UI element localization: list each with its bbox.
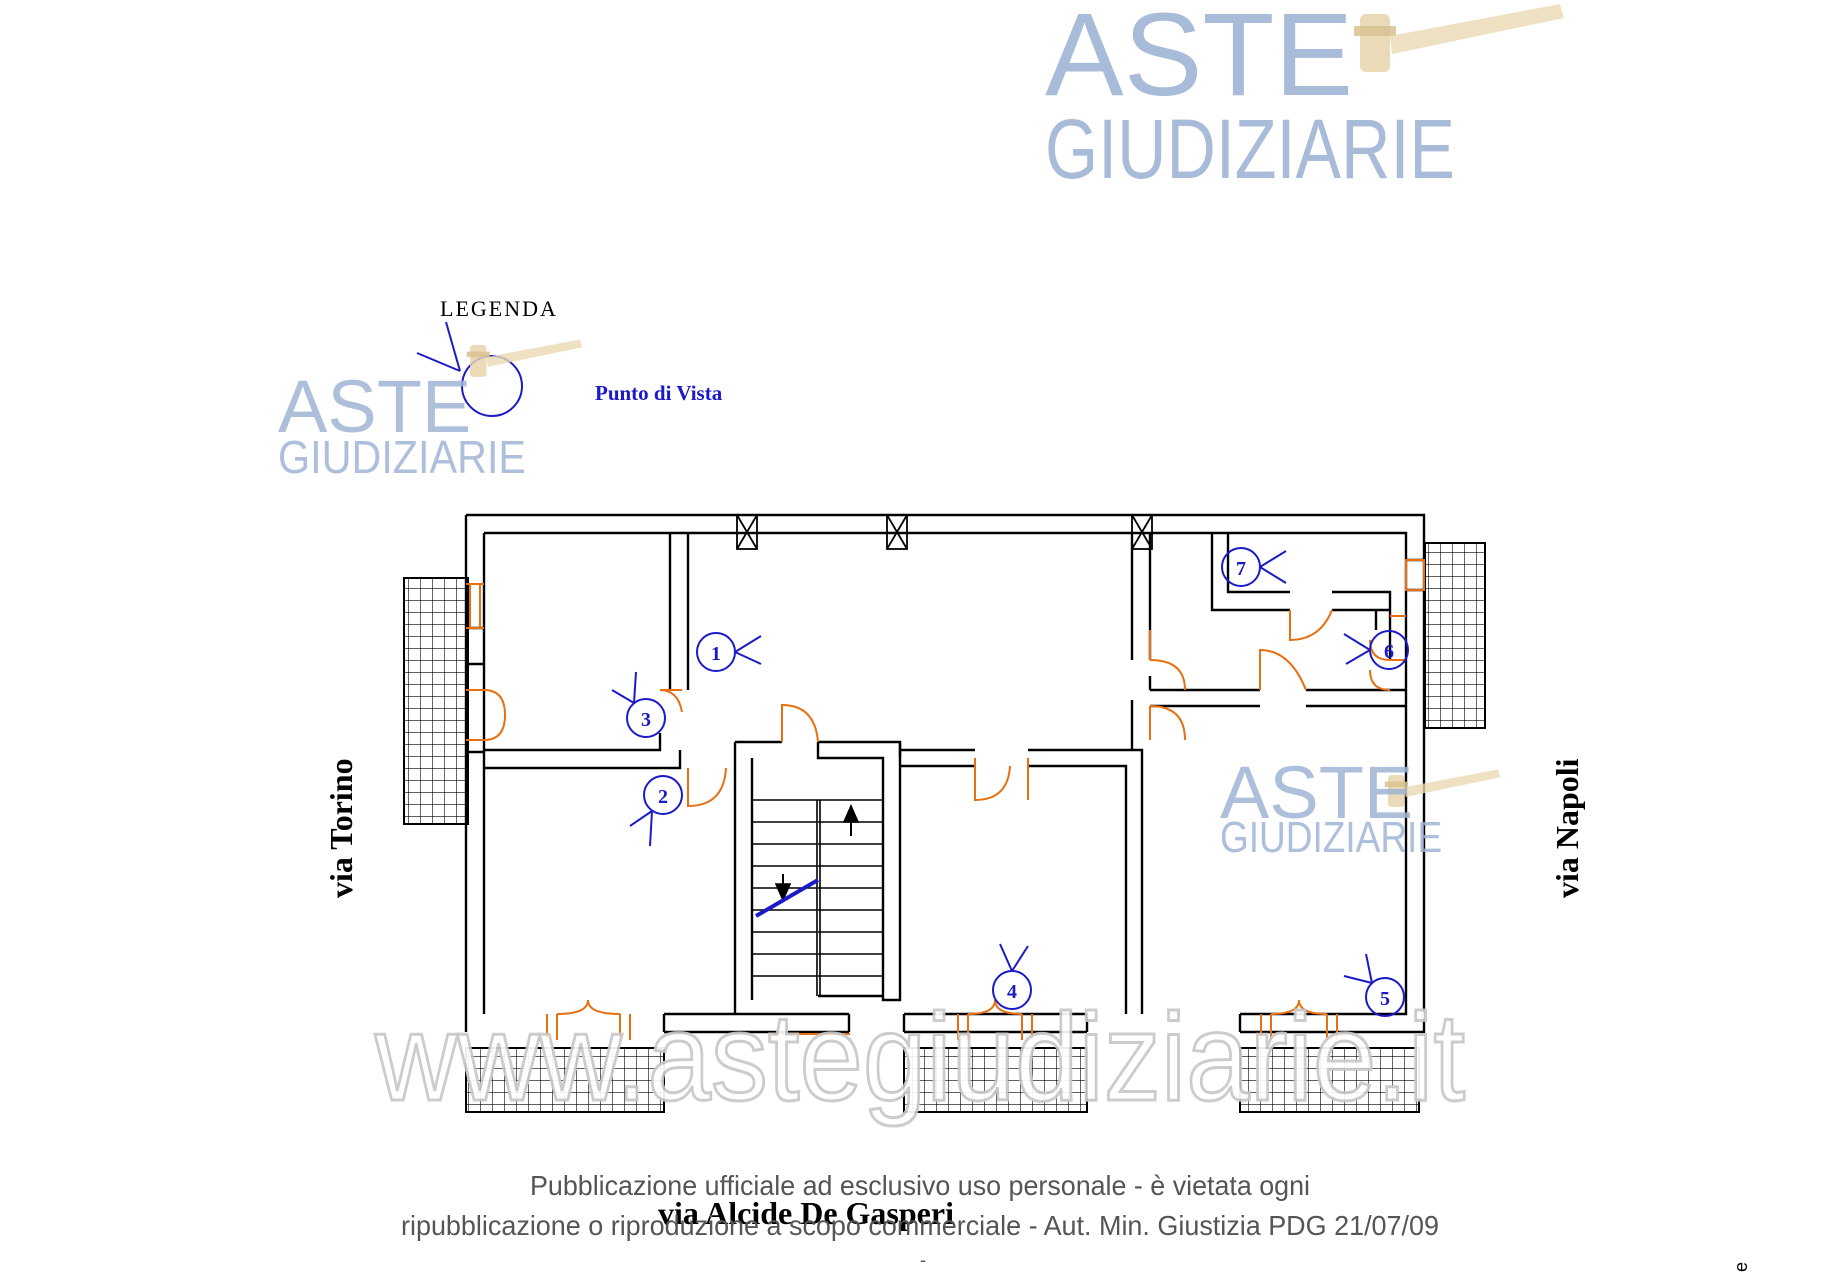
footer-dash: -	[920, 1250, 926, 1270]
viewpoint-2: 2	[629, 775, 683, 847]
viewpoint-1: 1	[696, 632, 762, 672]
viewpoint-5: 5	[1343, 953, 1405, 1017]
legend: LEGENDA Punto di Vista	[416, 296, 723, 417]
aste-giudiziarie-logo-left: ASTE GIUDIZIARIE	[278, 339, 583, 483]
viewpoint-4-label: 4	[1007, 981, 1017, 1003]
viewpoint-5-label: 5	[1380, 988, 1390, 1010]
logo-right-line1: ASTE	[1220, 751, 1413, 834]
viewpoint-7: 7	[1221, 547, 1287, 587]
street-label-south: via Alcide De Gasperi	[658, 1195, 954, 1231]
balcony-west	[403, 577, 469, 825]
viewpoint-1-label: 1	[711, 643, 721, 665]
viewpoint-2-label: 2	[658, 786, 668, 808]
viewpoint-3: 3	[611, 671, 666, 738]
doors	[466, 559, 1425, 1040]
street-label-east: via Napoli	[1549, 758, 1585, 898]
stair-cut-line	[754, 878, 820, 918]
aste-giudiziarie-logo-top: ASTE GIUDIZIARIE	[1045, 0, 1564, 196]
side-mark: e	[1731, 1262, 1751, 1272]
walls	[464, 513, 1426, 1034]
viewpoint-7-label: 7	[1236, 558, 1246, 580]
viewpoint-6: 6	[1343, 630, 1409, 670]
url-watermark: www.astegiudiziarie.it	[374, 989, 1465, 1127]
staircase	[752, 799, 883, 996]
balcony-south-1	[465, 1047, 665, 1113]
logo-left-line2: GIUDIZIARIE	[278, 431, 526, 483]
logo-right-line2: GIUDIZIARIE	[1220, 813, 1442, 862]
viewpoint-3-label: 3	[641, 709, 651, 731]
logo-line2: GIUDIZIARIE	[1045, 102, 1455, 196]
legend-title: LEGENDA	[440, 296, 558, 321]
balcony-east	[1424, 542, 1486, 729]
logo-line1: ASTE	[1045, 0, 1353, 121]
aste-giudiziarie-logo-right: ASTE GIUDIZIARIE	[1220, 751, 1501, 862]
legend-viewpoint-label: Punto di Vista	[595, 381, 723, 405]
vent-shafts	[736, 514, 1153, 550]
footer-line1: Pubblicazione ufficiale ad esclusivo uso…	[530, 1170, 1310, 1201]
logo-left-line1: ASTE	[278, 365, 471, 448]
balcony-south-3	[1239, 1047, 1420, 1113]
street-label-west: via Torino	[323, 758, 359, 898]
footer-line2: ripubblicazione o riproduzione a scopo c…	[401, 1210, 1439, 1241]
legend-viewpoint-symbol	[461, 355, 523, 417]
viewpoints: 1 2 3 4 5 6 7	[611, 547, 1409, 1017]
viewpoint-4: 4	[992, 943, 1032, 1010]
viewpoint-6-label: 6	[1384, 641, 1394, 663]
balcony-south-2	[903, 1047, 1088, 1113]
